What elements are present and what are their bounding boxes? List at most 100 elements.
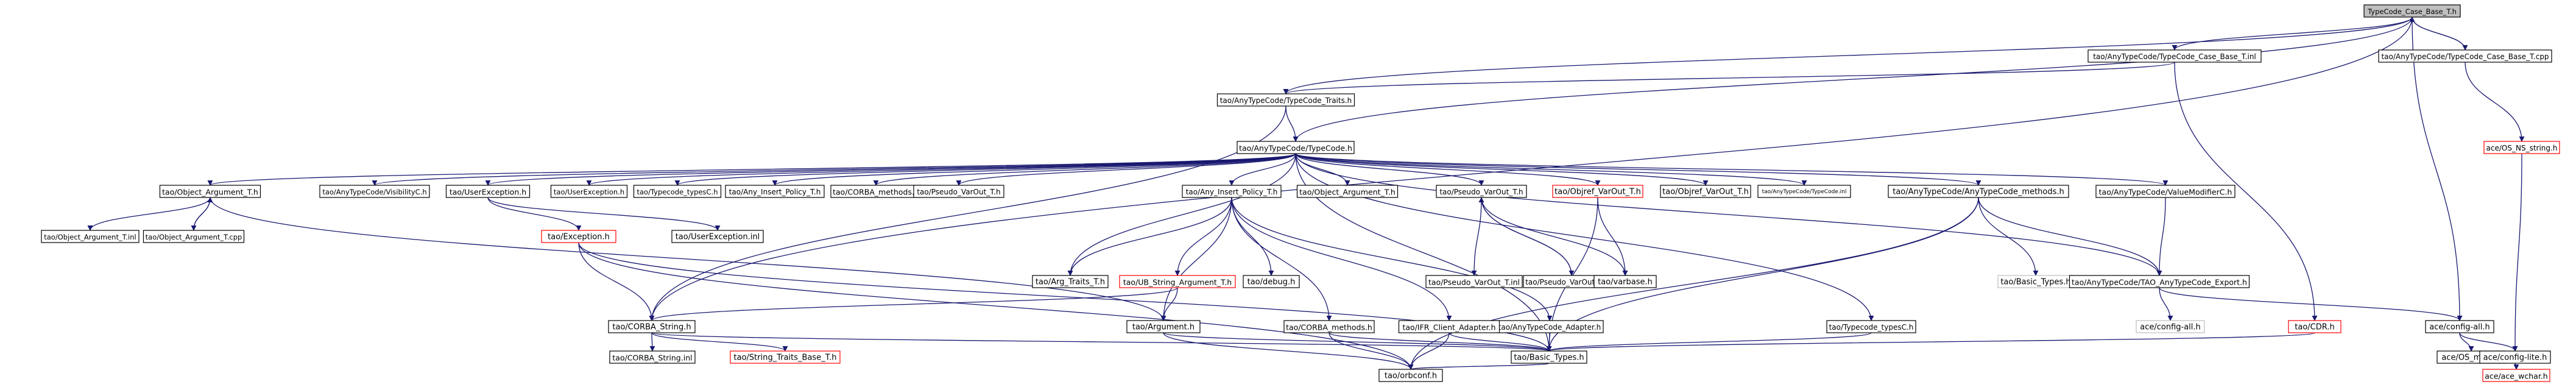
file-node-ccbcpp[interactable]: tao/AnyTypeCode/TypeCode_Case_Base_T.cpp xyxy=(2378,49,2552,63)
node-box xyxy=(671,230,764,243)
file-node-cdr[interactable]: tao/CDR.h xyxy=(2288,320,2341,333)
file-node-wchar[interactable]: ace/ace_wchar.h xyxy=(2482,369,2550,382)
file-node-ubstring[interactable]: tao/UB_String_Argument_T.h xyxy=(1119,275,1236,288)
file-node-tcmeth[interactable]: tao/AnyTypeCode/AnyTypeCode_methods.h xyxy=(1888,185,2069,198)
edge-exc-to-basictypes xyxy=(578,242,1552,352)
file-node-corbastrinl[interactable]: tao/CORBA_String.inl xyxy=(609,350,696,364)
node-box xyxy=(1757,185,1851,198)
edge-cdr-to-basictypes xyxy=(1547,332,2315,352)
file-node-userexcinl[interactable]: tao/UserException.inl xyxy=(671,230,764,243)
file-node-aceconfigall[interactable]: ace/config-all.h xyxy=(2425,320,2494,333)
file-node-objarginl[interactable]: tao/Object_Argument_T.inl xyxy=(41,230,139,243)
file-node-pseudovar2[interactable]: tao/Pseudo_VarOut_T.h xyxy=(1436,185,1527,198)
file-node-visib[interactable]: tao/AnyTypeCode/VisibilityC.h xyxy=(319,185,430,198)
file-node-varbase[interactable]: tao/varbase.h xyxy=(1593,275,1657,288)
file-node-pseudovar[interactable]: tao/Pseudo_VarOut_T.h xyxy=(913,185,1004,198)
node-box xyxy=(1593,275,1657,288)
file-node-corbameth[interactable]: tao/CORBA_methods.h xyxy=(830,185,922,198)
node-box xyxy=(2288,320,2341,333)
file-node-traits[interactable]: tao/AnyTypeCode/TypeCode_Traits.h xyxy=(1216,93,1355,107)
file-node-configlite[interactable]: ace/config-lite.h xyxy=(2479,350,2551,364)
file-node-userexc[interactable]: tao/UserException.h xyxy=(445,185,531,198)
file-node-debug[interactable]: tao/debug.h xyxy=(1243,275,1300,288)
edge-root-to-tc xyxy=(1293,16,2413,142)
node-label: ace/config-all.h xyxy=(2429,323,2490,332)
file-node-valmod[interactable]: tao/AnyTypeCode/ValueModifierC.h xyxy=(2095,185,2235,198)
node-box xyxy=(319,185,430,198)
edge-ubstring-to-corbastring xyxy=(649,287,1178,321)
edge-basictypes-to-orbconf xyxy=(1408,363,1550,370)
node-box xyxy=(550,185,628,198)
file-node-basictypes[interactable]: tao/Basic_Types.h xyxy=(1511,350,1587,364)
node-box xyxy=(2069,275,2250,288)
file-node-objarg[interactable]: tao/Object_Argument_T.h xyxy=(159,185,261,198)
edge-userexc-to-exc xyxy=(487,197,582,231)
file-node-basictypes2[interactable]: tao/Basic_Types.h xyxy=(1997,275,2074,288)
edge-anyins2-to-debug xyxy=(1231,197,1274,276)
node-box xyxy=(1552,185,1643,198)
edge-pseudovar2-to-varbase xyxy=(1481,197,1628,276)
file-node-anyins[interactable]: tao/Any_Insert_Policy_T.h xyxy=(725,185,825,198)
node-box xyxy=(1425,275,1523,288)
file-node-objvarout2[interactable]: tao/Objref_VarOut_T.h xyxy=(1660,185,1751,198)
file-node-corbastring[interactable]: tao/CORBA_String.h xyxy=(608,320,696,333)
file-node-ifr[interactable]: tao/IFR_Client_Adapter.h xyxy=(1398,320,1500,333)
node-box xyxy=(609,350,696,364)
node-box xyxy=(1398,320,1500,333)
file-node-tc[interactable]: tao/AnyTypeCode/TypeCode.h xyxy=(1237,141,1355,154)
file-node-osns[interactable]: ace/OS_NS_string.h xyxy=(2483,141,2560,154)
node-label: ace/OS_NS_string.h xyxy=(2486,144,2558,152)
node-box xyxy=(2425,320,2494,333)
edge-ifr-to-basictypes xyxy=(1449,332,1552,352)
node-box xyxy=(1436,185,1527,198)
edge-ifr-to-orbconf xyxy=(1408,332,1450,370)
file-node-exc[interactable]: tao/Exception.h xyxy=(541,230,616,243)
file-node-tcinl[interactable]: tao/AnyTypeCode/TypeCode.inl xyxy=(1757,185,1851,198)
file-node-corbameth2[interactable]: tao/CORBA_methods.h xyxy=(1283,320,1375,333)
file-node-ccbinl[interactable]: tao/AnyTypeCode/TypeCode_Case_Base_T.inl xyxy=(2087,49,2262,63)
file-node-aceconfigall2[interactable]: ace/config-all.h xyxy=(2136,320,2205,333)
node-box xyxy=(2087,49,2262,63)
file-node-objargcpp[interactable]: tao/Object_Argument_T.cpp xyxy=(143,230,245,243)
node-box xyxy=(2136,320,2205,333)
file-node-tctypesc[interactable]: tao/Typecode_typesC.h xyxy=(633,185,722,198)
edge-corbastring-to-strtraits xyxy=(651,332,788,352)
file-node-tcadapter[interactable]: tao/AnyTypeCode_Adapter.h xyxy=(1495,320,1604,333)
node-box xyxy=(41,230,139,243)
edge-tc-to-tctypesc2 xyxy=(1295,153,1874,321)
edge-tc-to-tctypesc xyxy=(674,153,1296,186)
node-box xyxy=(1243,275,1300,288)
file-node-objvarout[interactable]: tao/Objref_VarOut_T.h xyxy=(1552,185,1643,198)
edge-tc-to-userexc2 xyxy=(586,153,1296,186)
node-box xyxy=(1888,185,2069,198)
file-node-argtraits[interactable]: tao/Arg_Traits_T.h xyxy=(1032,275,1109,288)
node-label: tao/orbconf.h xyxy=(1385,372,1437,381)
edge-objarg-to-objarginl xyxy=(87,197,211,231)
node-label: tao/varbase.h xyxy=(1598,278,1653,287)
edge-objargcpp-to-objarg xyxy=(193,197,213,231)
node-label: tao/Exception.h xyxy=(548,233,610,242)
file-node-argument[interactable]: tao/Argument.h xyxy=(1126,320,1201,333)
edge-tc-to-anyins2 xyxy=(1229,153,1296,186)
file-node-orbconf[interactable]: tao/orbconf.h xyxy=(1378,369,1443,382)
node-label: tao/Typecode_typesC.h xyxy=(637,188,718,196)
node-label: tao/AnyTypeCode/TypeCode_Case_Base_T.inl xyxy=(2093,52,2256,61)
file-node-userexc2[interactable]: tao/UserException.h xyxy=(550,185,628,198)
file-node-anyins2[interactable]: tao/Any_Insert_Policy_T.h xyxy=(1182,185,1282,198)
edge-tc-to-pseudovar2 xyxy=(1295,153,1484,186)
edge-pseudovar2-to-pseudoinl xyxy=(1471,197,1482,276)
file-node-export[interactable]: tao/AnyTypeCode/TAO_AnyTypeCode_Export.h xyxy=(2069,275,2250,288)
file-node-strtraits[interactable]: tao/String_Traits_Base_T.h xyxy=(730,350,841,364)
node-label: tao/Pseudo_VarOut_T.inl xyxy=(1428,278,1520,287)
node-box xyxy=(2378,49,2552,63)
file-node-tctypesc2[interactable]: tao/Typecode_typesC.h xyxy=(1826,320,1916,333)
node-box xyxy=(541,230,616,243)
file-node-objarg2[interactable]: tao/Object_Argument_T.h xyxy=(1296,185,1399,198)
node-box xyxy=(1032,275,1109,288)
node-label: ace/config-lite.h xyxy=(2483,353,2547,363)
node-label: tao/UserException.h xyxy=(450,188,526,197)
node-label: ace/ace_wchar.h xyxy=(2485,372,2547,381)
file-node-pseudoinl[interactable]: tao/Pseudo_VarOut_T.inl xyxy=(1425,275,1523,288)
edge-tc-to-objvarout xyxy=(1295,153,1601,186)
edge-pseudocpp-to-pseudovar2 xyxy=(1478,197,1572,276)
